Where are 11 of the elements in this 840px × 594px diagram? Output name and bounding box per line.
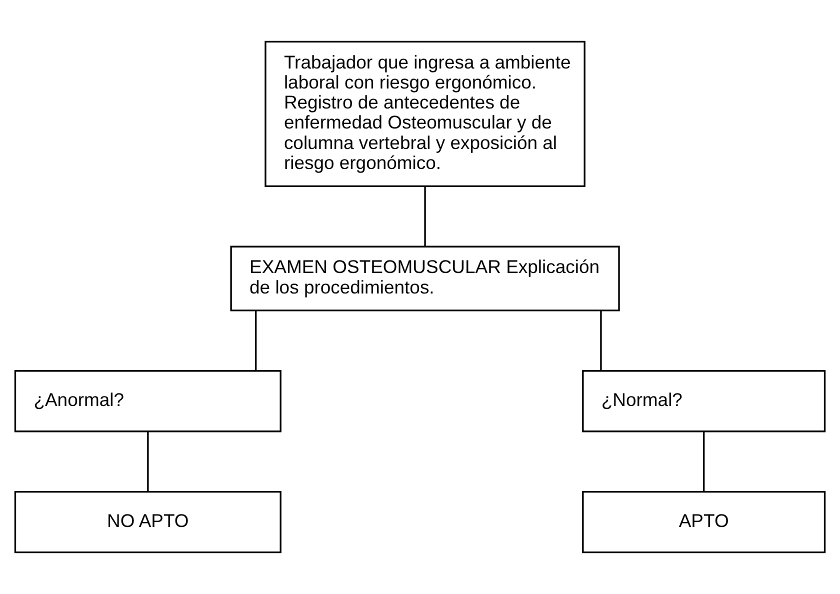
connector: [147, 432, 149, 492]
connector: [600, 310, 602, 370]
node-box: ¿Anormal?: [14, 370, 282, 432]
connector: [255, 310, 257, 370]
connector: [703, 432, 705, 492]
node-box: APTO: [582, 490, 826, 554]
node-box: ¿Normal?: [582, 370, 826, 432]
connector: [424, 186, 426, 247]
node-box: Trabajador que ingresa a ambiente laboral con riesgo ergonómico. Registro de antecedentes de enfermedad Osteomuscular y de columna vertebral y exposición al riesgo ergonómico.: [264, 40, 586, 187]
node-box: EXAMEN OSTEOMUSCULAR Explicación de los procedimientos.: [230, 246, 620, 312]
node-box: NO APTO: [14, 490, 282, 554]
